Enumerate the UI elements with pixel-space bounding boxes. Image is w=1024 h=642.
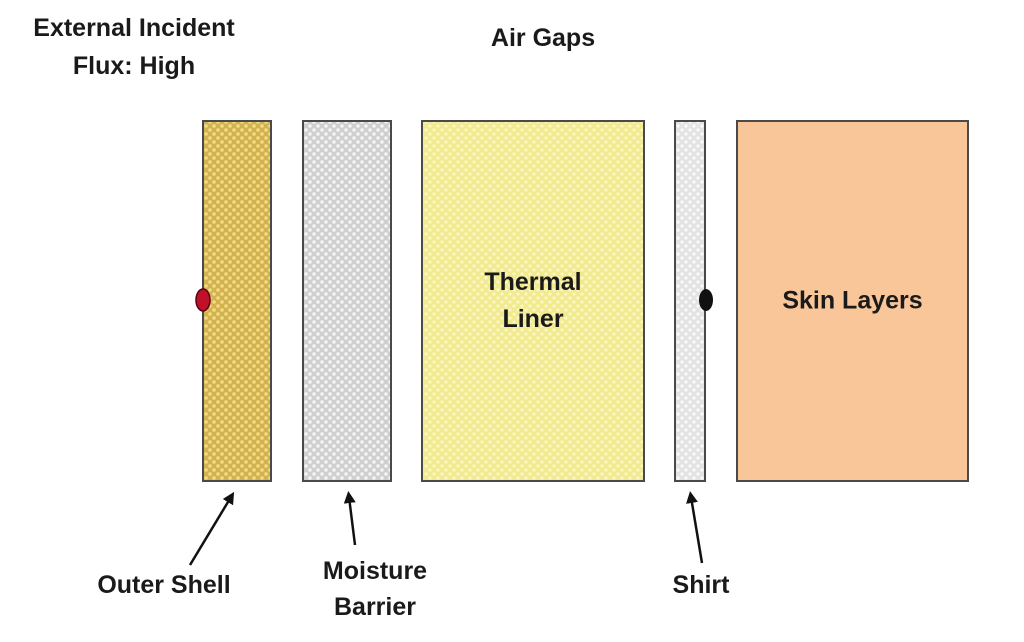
thermal-liner-label: Thermal Liner: [422, 264, 644, 338]
outer-shell-arrow: [188, 491, 235, 566]
skin-layers-text-box: Skin Layers: [737, 121, 968, 481]
moisture-barrier-label-line1: Moisture: [322, 557, 428, 585]
moisture-barrier-label: Moisture Barrier: [323, 553, 427, 625]
moisture-barrier-layer: [302, 120, 392, 482]
shirt-arrow: [686, 491, 704, 564]
skin-layers-block: [736, 120, 969, 482]
outer-shell-layer: [202, 120, 272, 482]
shirt-label: Shirt: [672, 571, 730, 599]
moisture-barrier-label-line2: Barrier: [334, 593, 416, 621]
skin-layers-label: Skin Layers: [782, 286, 923, 315]
shirt-marker-dot: [699, 289, 713, 311]
flux-label-line1: External Incident: [33, 14, 235, 42]
thermal-liner-layer: [421, 120, 645, 482]
external-incident-flux-label: External Incident Flux: High: [33, 9, 234, 85]
thermal-liner-text-box: Thermal Liner: [422, 121, 644, 481]
air-gaps-label: Air Gaps: [490, 24, 596, 52]
outer-shell-label: Outer Shell: [97, 571, 231, 599]
thermal-liner-label-line1: Thermal: [484, 268, 582, 296]
flux-label-line2: Flux: High: [72, 52, 196, 80]
outer-shell-marker-dot: [195, 288, 211, 312]
moisture-barrier-arrow: [343, 491, 357, 546]
thermal-liner-label-line2: Liner: [502, 305, 564, 333]
